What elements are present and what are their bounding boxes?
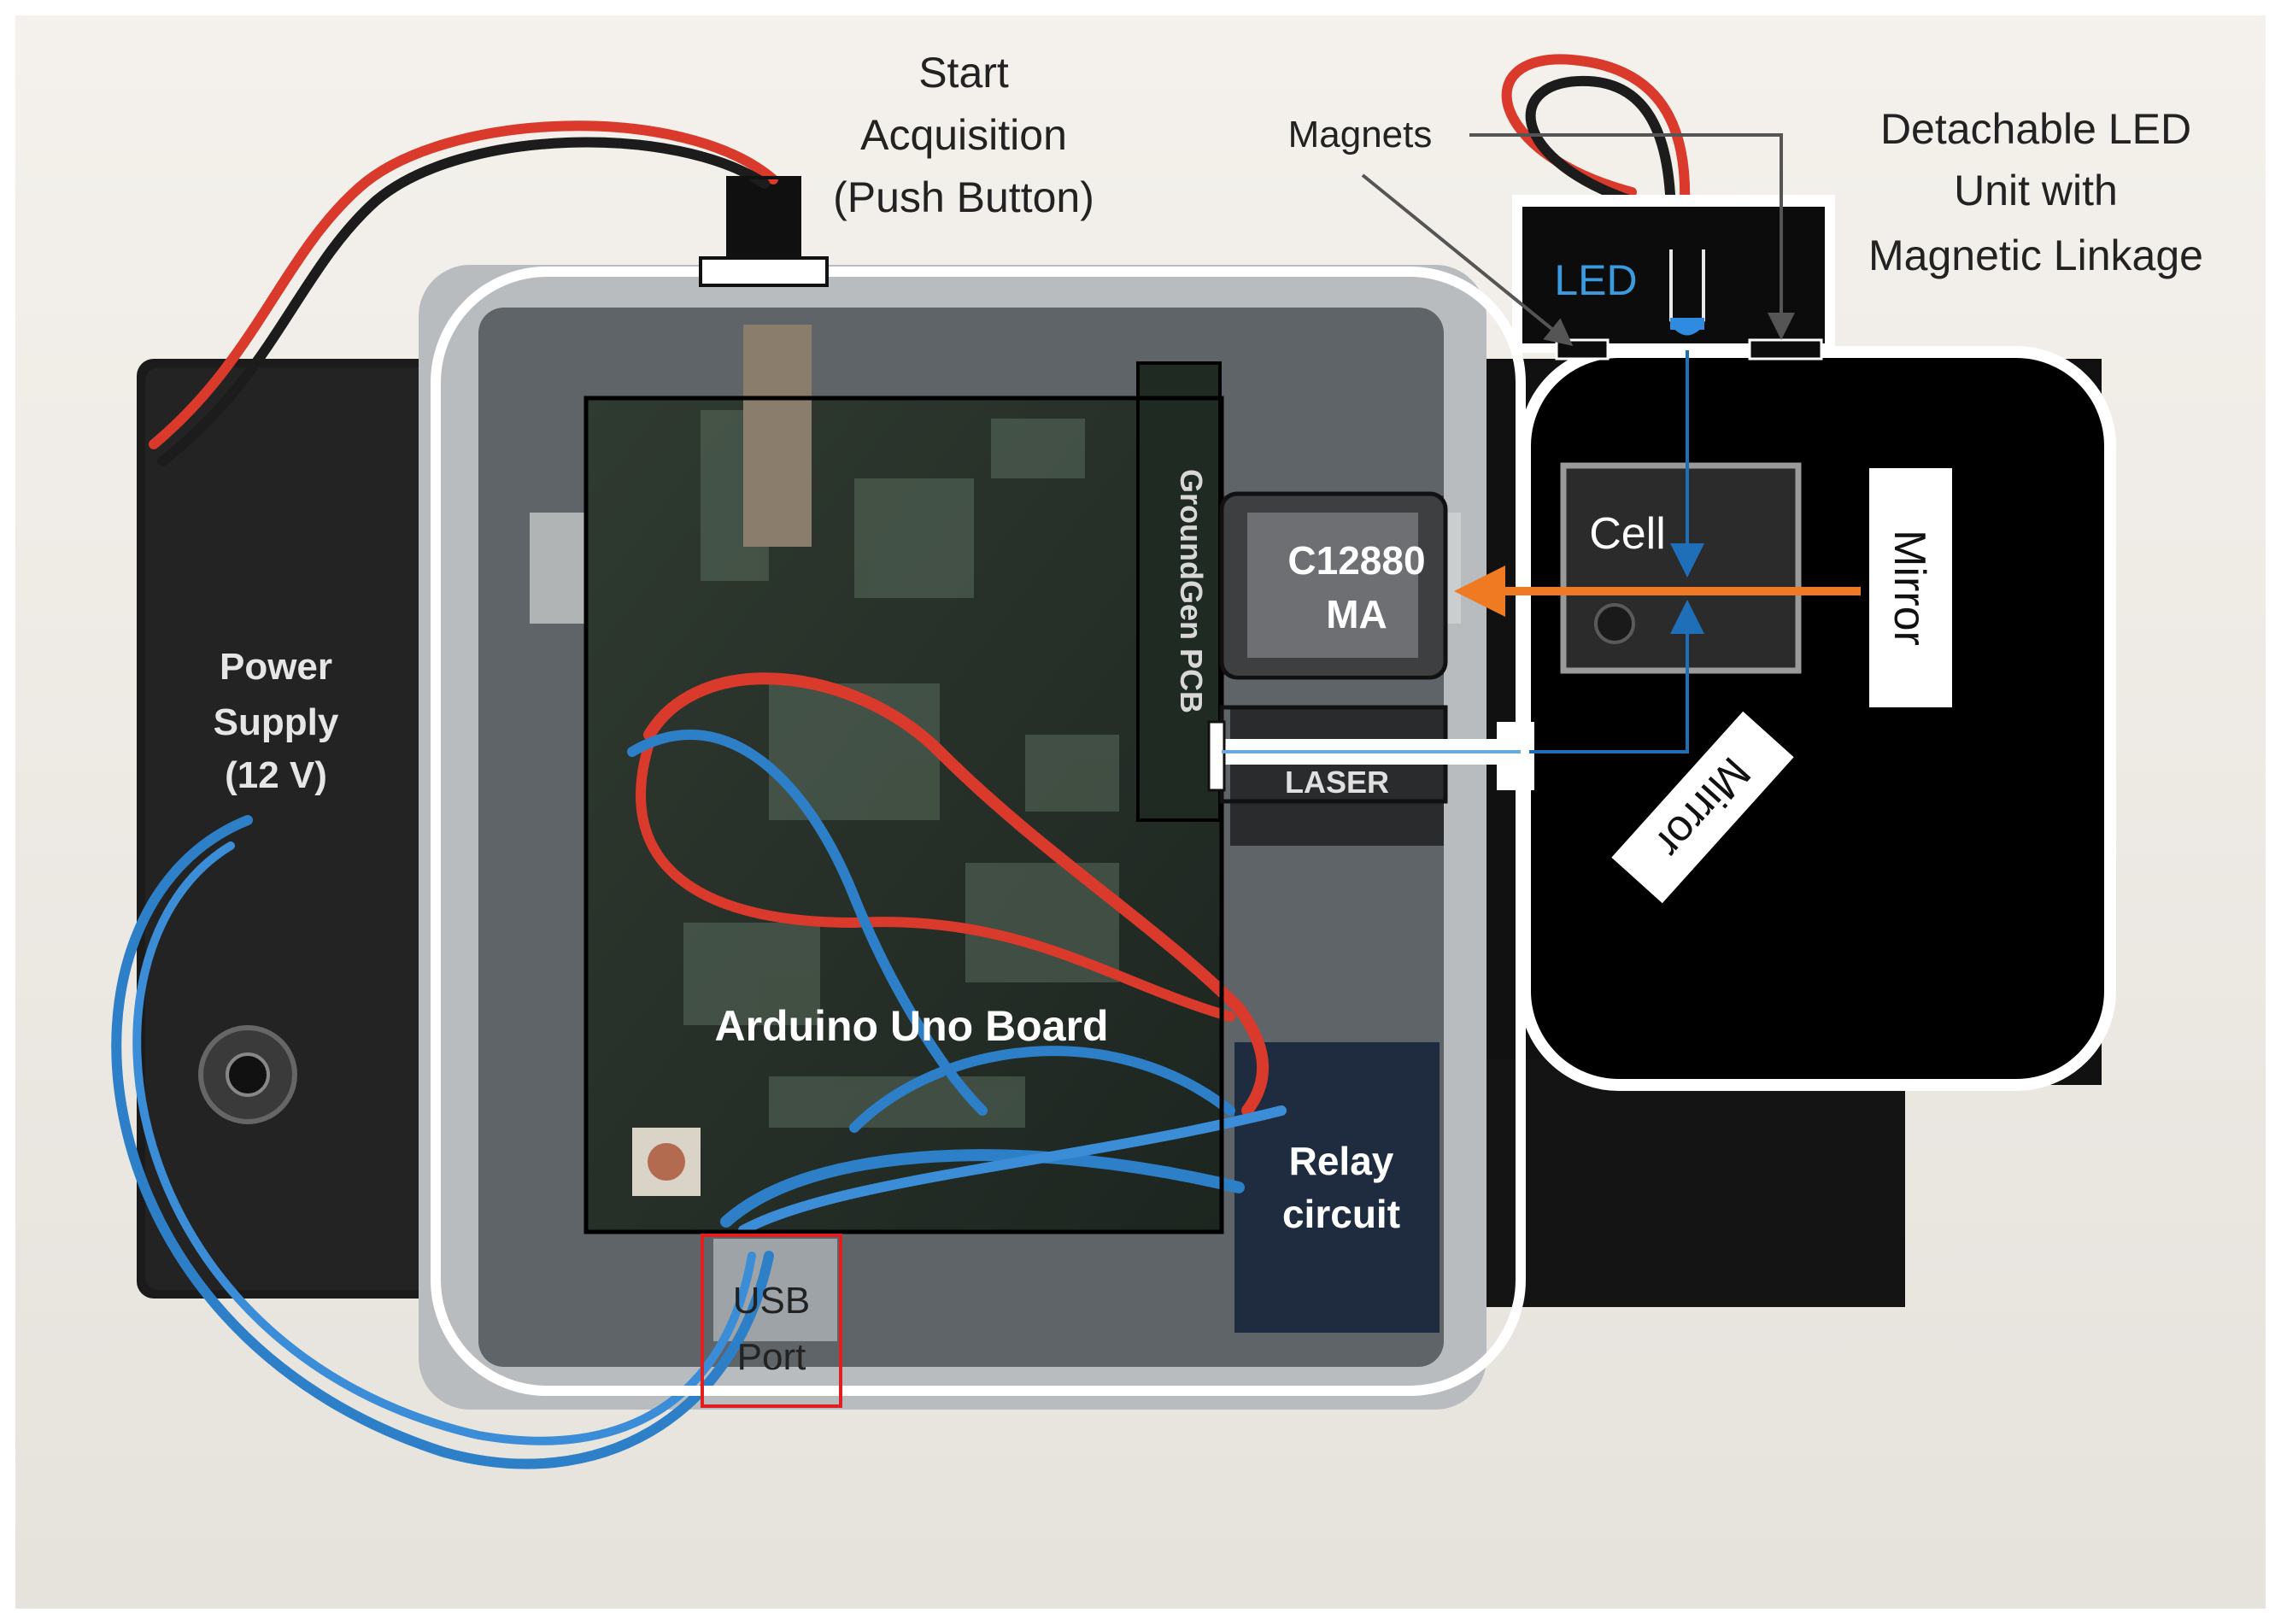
- label-detach-2: Unit with: [1954, 167, 2118, 214]
- push-button: [728, 178, 812, 547]
- sensor-outline: [1219, 491, 1448, 680]
- label-sensor-2: MA: [1326, 592, 1387, 636]
- push-button-outline: [726, 176, 801, 256]
- label-magnets: Magnets: [1288, 114, 1433, 155]
- label-power-1: Power: [220, 646, 332, 688]
- label-start-2: Acquisition: [860, 111, 1067, 159]
- label-sensor-1: C12880: [1287, 538, 1425, 583]
- mirror-diagonal-bar: [1611, 711, 1794, 904]
- label-power-2: Supply: [214, 701, 339, 743]
- magnet-left: [1555, 338, 1610, 361]
- mirror-right-bar: [1869, 468, 1952, 707]
- label-detach-1: Detachable LED: [1880, 105, 2191, 153]
- push-button-base: [699, 256, 829, 287]
- laser-beam-channel: [1207, 720, 1534, 792]
- label-power-3: (12 V): [225, 754, 327, 796]
- usb-port-outline: [701, 1234, 842, 1408]
- label-relay-2: circuit: [1282, 1192, 1400, 1236]
- label-usb-2: Port: [737, 1336, 806, 1378]
- power-supply-block: [137, 359, 495, 1299]
- cuvette-cell: [1560, 462, 1802, 674]
- label-usb-1: USB: [733, 1280, 810, 1322]
- label-cell: Cell: [1589, 509, 1666, 559]
- relay-module: [1234, 1042, 1440, 1333]
- label-arduino: Arduino Uno Board: [714, 1002, 1108, 1050]
- laser-module: [1230, 709, 1444, 846]
- label-start-3: (Push Button): [833, 173, 1094, 221]
- label-start-1: Start: [918, 49, 1009, 97]
- laser-beam-arrow: [1529, 600, 1704, 753]
- label-groundgen: GroundGen PCB: [1174, 469, 1209, 713]
- label-mirror-right: Mirror: [1885, 530, 1934, 646]
- label-led: LED: [1554, 256, 1637, 304]
- label-relay-1: Relay: [1289, 1139, 1394, 1183]
- spectrometer-sensor: [1222, 495, 1444, 675]
- magnet-right: [1748, 338, 1823, 361]
- arduino-board: [586, 398, 1222, 1232]
- label-laser: LASER: [1285, 765, 1389, 800]
- optics-chamber-outline: [1519, 346, 2116, 1091]
- magnets-callout: [1361, 133, 1795, 347]
- groundgen-pcb: [1138, 363, 1220, 820]
- label-detach-3: Magnetic Linkage: [1868, 232, 2203, 279]
